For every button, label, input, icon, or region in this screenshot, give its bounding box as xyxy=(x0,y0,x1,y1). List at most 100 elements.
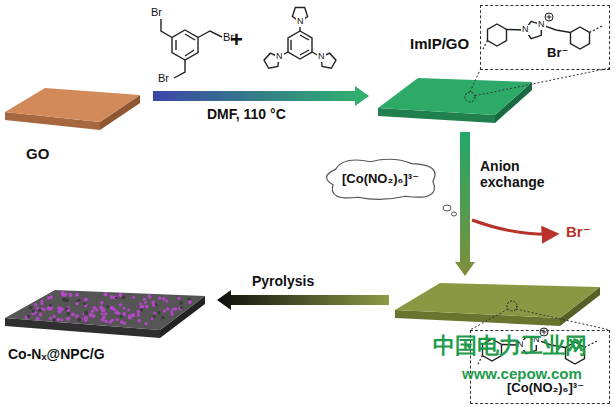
illustration-part xyxy=(65,292,68,295)
reaction-arrow xyxy=(217,290,389,310)
illustration-part xyxy=(91,310,95,314)
illustration-part xyxy=(75,293,79,297)
illustration-part xyxy=(127,309,130,312)
node-text: ImIP/GO xyxy=(410,35,469,52)
illustration-part xyxy=(78,317,82,321)
illustration-part xyxy=(101,313,104,316)
edge-label: DMF, 110 °C xyxy=(207,106,286,122)
illustration-part xyxy=(395,283,600,318)
edge-label: Pyrolysis xyxy=(252,273,314,289)
illustration-part xyxy=(151,301,155,305)
illustration-part xyxy=(129,314,132,317)
illustration-part xyxy=(143,298,146,301)
leader-line xyxy=(470,70,480,92)
illustration-part xyxy=(172,308,175,311)
reaction-arrow xyxy=(153,86,369,106)
illustration-part xyxy=(77,318,81,322)
illustration-part xyxy=(465,92,475,102)
leader-line xyxy=(470,309,508,330)
illustration-part xyxy=(48,307,52,311)
illustration-part xyxy=(69,293,73,297)
illustration-part xyxy=(61,318,64,321)
atom-label: N xyxy=(521,25,530,35)
illustration-part xyxy=(158,296,162,300)
reaction-arrow xyxy=(455,132,475,276)
illustration-part xyxy=(198,31,222,38)
illustration-part xyxy=(117,312,120,315)
illustration-part xyxy=(5,290,205,330)
illustration-part xyxy=(147,295,151,299)
illustration-part xyxy=(78,298,81,301)
illustration-part xyxy=(83,302,86,305)
exchanged-sheet xyxy=(395,283,600,326)
illustration-part xyxy=(57,310,61,314)
node-text: Br⁻ xyxy=(547,46,568,61)
illustration-part xyxy=(153,315,156,318)
atom-label: N xyxy=(317,52,326,62)
atom-label: Br xyxy=(158,72,169,84)
atom-label: Br xyxy=(151,6,162,18)
illustration-part xyxy=(102,308,106,312)
illustration-part xyxy=(49,317,52,320)
illustration-part xyxy=(144,301,147,304)
illustration-part xyxy=(61,308,64,311)
illustration-part xyxy=(163,309,166,312)
illustration-part xyxy=(100,301,104,305)
leader-line xyxy=(474,68,610,96)
leader-line xyxy=(516,309,610,330)
illustration-part xyxy=(116,318,119,321)
edge-label: Anion exchange xyxy=(480,158,558,190)
node-text: [Co(NO₂)₆]³⁻ xyxy=(342,172,419,187)
illustration-part xyxy=(152,304,155,307)
illustration-part xyxy=(67,309,70,312)
illustration-part xyxy=(43,308,46,311)
illustration-part xyxy=(123,307,126,310)
inset-box: Br⁻ xyxy=(480,5,610,70)
illustration-part xyxy=(172,30,198,60)
illustration-part xyxy=(179,301,182,304)
illustration-part xyxy=(123,322,126,325)
illustration-part xyxy=(84,311,88,315)
watermark: 中国电力工业网 xyxy=(433,334,587,358)
illustration-part xyxy=(92,306,96,310)
illustration-part xyxy=(507,301,517,311)
illustration-part xyxy=(174,60,185,78)
illustration-part xyxy=(139,303,142,306)
imip-go-sheet xyxy=(378,78,532,123)
illustration-part xyxy=(115,297,118,300)
release-arrow xyxy=(472,220,556,234)
cloud-bubble xyxy=(452,212,457,216)
illustration-part xyxy=(140,308,144,312)
illustration-part xyxy=(162,297,166,301)
atom-label: N xyxy=(296,17,305,27)
illustration-part xyxy=(89,313,93,317)
illustration-part xyxy=(136,310,140,314)
anion-cloud: [Co(NO₂)₆]³⁻ xyxy=(318,155,443,203)
sheet-node: Co-Nₓ@NPC/G xyxy=(2,283,214,369)
illustration-part xyxy=(378,78,532,115)
illustration-part xyxy=(62,297,66,301)
illustration-part xyxy=(56,318,60,322)
cloud-bubble xyxy=(443,205,451,211)
illustration-part xyxy=(103,292,107,296)
illustration-part xyxy=(111,319,114,322)
illustration-part xyxy=(177,297,180,300)
illustration-part xyxy=(185,50,194,56)
illustration-part xyxy=(102,315,106,319)
illustration-part xyxy=(40,300,43,303)
illustration-part xyxy=(157,311,160,314)
illustration-part xyxy=(300,50,309,55)
atom-label: Br xyxy=(223,31,234,43)
illustration-part xyxy=(144,322,147,325)
illustration-part xyxy=(120,315,123,318)
illustration-part xyxy=(153,312,156,315)
illustration-part xyxy=(106,305,109,308)
illustration-part xyxy=(110,295,114,299)
illustration-part xyxy=(175,40,176,50)
illustration-part xyxy=(84,297,88,301)
tribromide-structure xyxy=(161,19,222,78)
illustration-part xyxy=(300,35,309,40)
illustration-part xyxy=(66,317,70,321)
node-text: [Co(NO₂)₆]³⁻ xyxy=(507,381,584,396)
illustration-part xyxy=(66,312,70,316)
